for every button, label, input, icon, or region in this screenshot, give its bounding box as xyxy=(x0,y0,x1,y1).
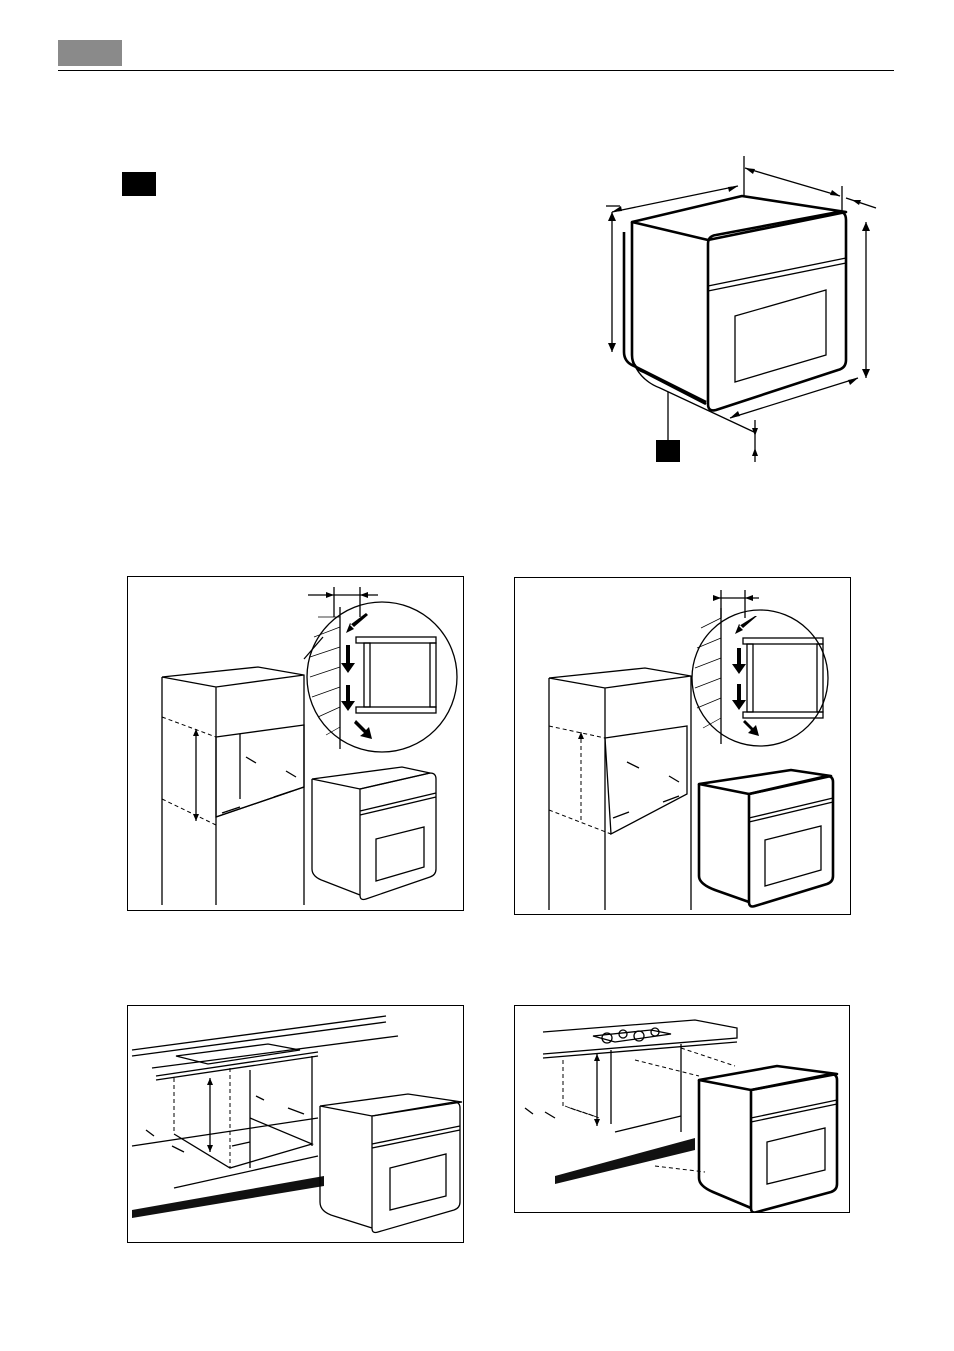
ventilation-detail-circle xyxy=(692,610,828,746)
ventilation-arrow-icon xyxy=(735,616,757,634)
base-fixing-callout-box xyxy=(656,440,680,462)
cabinet-outline xyxy=(162,667,304,905)
width-dimension-top xyxy=(612,186,738,212)
worktop-outline xyxy=(543,1020,737,1054)
tall-unit-installation-panel-variant xyxy=(514,577,851,915)
cabinet-niche xyxy=(216,725,304,817)
oven-door-window xyxy=(390,1154,446,1210)
under-hob-installation-panel xyxy=(514,1005,850,1213)
plinth-strip xyxy=(132,1176,324,1218)
niche-dashed-bottom xyxy=(162,799,216,825)
oven-door-window xyxy=(735,290,826,382)
oven-door-window xyxy=(376,827,424,881)
ventilation-arrow-icon xyxy=(346,613,368,633)
oven-section-bottom xyxy=(356,707,436,713)
under-counter-installation-panel xyxy=(127,1005,464,1243)
oven-door-window xyxy=(767,1128,825,1184)
control-panel-line xyxy=(708,258,846,286)
ventilation-detail-circle xyxy=(307,602,457,752)
plinth-strip xyxy=(555,1138,695,1184)
oven-top xyxy=(312,767,430,789)
tall-unit-installation-panel xyxy=(127,576,464,911)
section-marker-box xyxy=(122,172,156,196)
oven-front xyxy=(372,1102,460,1233)
oven-side-panel xyxy=(624,232,706,402)
niche-dashed-top xyxy=(162,717,216,737)
oven-section-top xyxy=(356,637,436,643)
oven-top xyxy=(632,196,846,240)
header-rule xyxy=(58,70,894,71)
door-thickness-dimension xyxy=(846,198,876,208)
oven-dimensions-diagram xyxy=(596,150,896,480)
oven-door-window xyxy=(765,826,821,886)
oven-front xyxy=(708,212,846,411)
depth-dimension-top xyxy=(745,168,840,196)
oven-front xyxy=(751,1074,837,1212)
header-section-tab xyxy=(58,40,122,66)
